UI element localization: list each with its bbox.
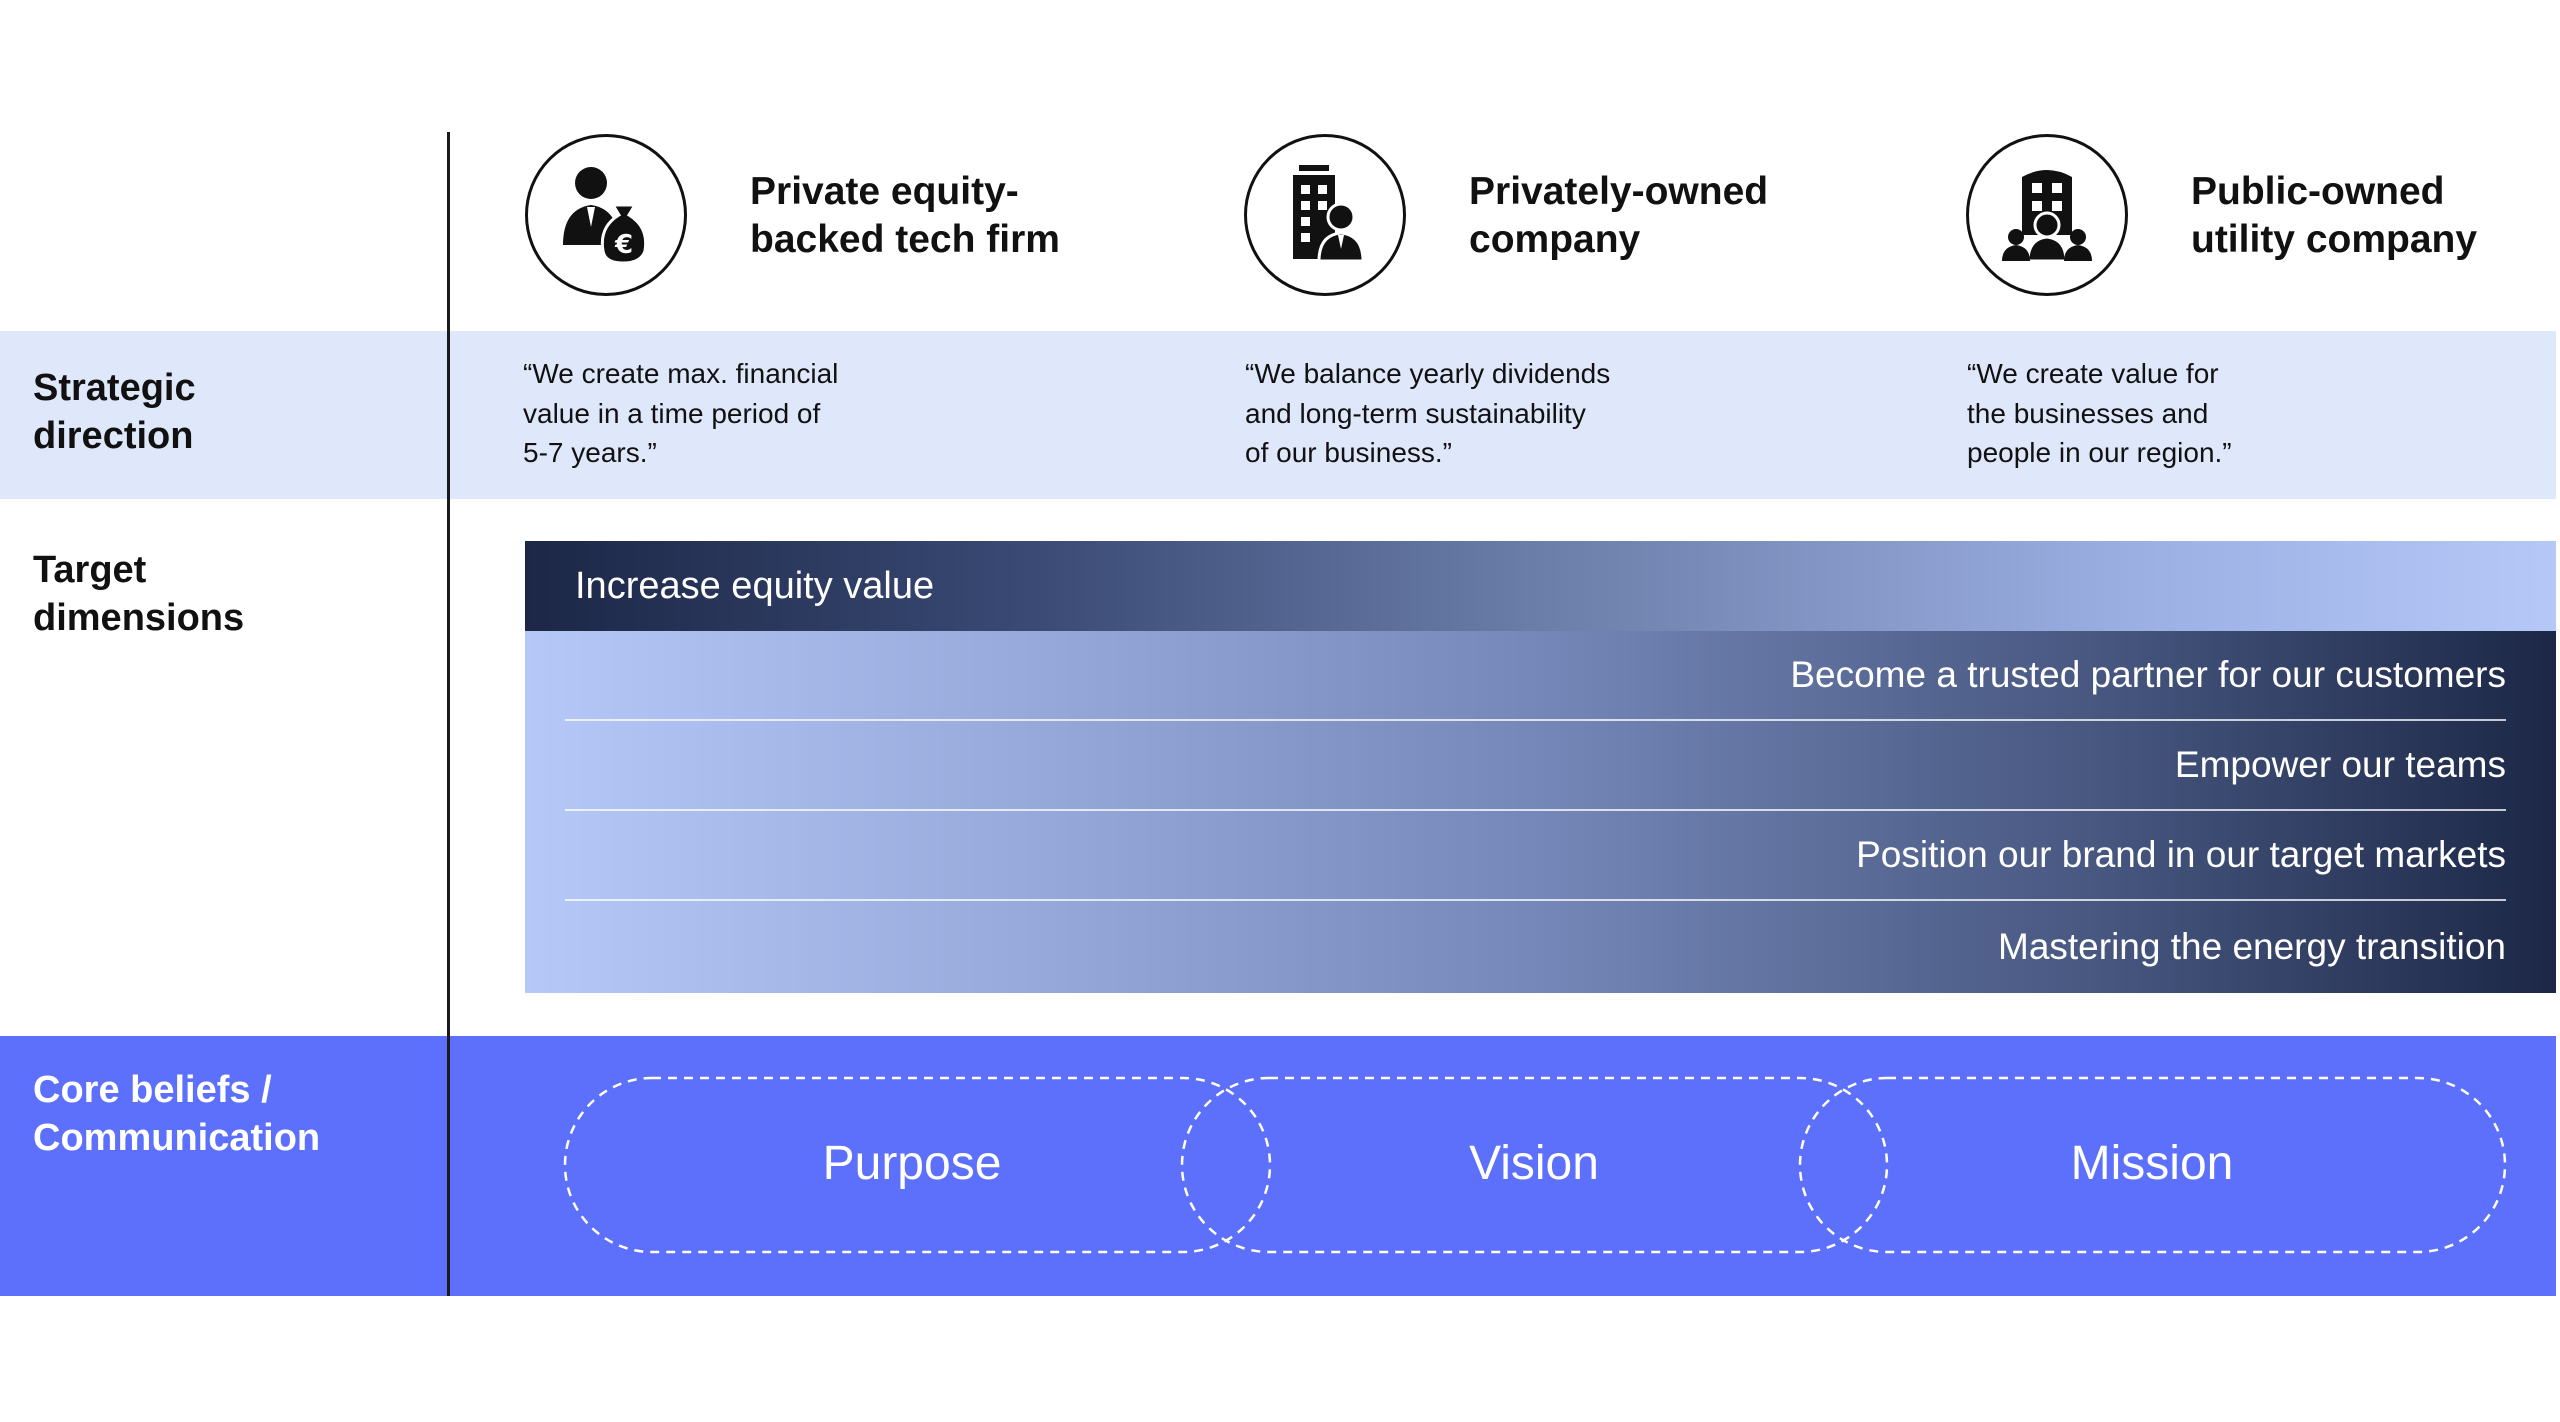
row-label-target-dimensions: Target dimensions [33,549,245,639]
row-label-core-beliefs: Core beliefs / Communication [33,1069,321,1159]
target-dimension-item: Position our brand in our target markets [565,811,2506,901]
column-title: Private equity- backed tech firm [750,170,1060,261]
column-title: Privately-owned company [1469,170,1769,261]
investor-money-bag-icon: € [525,134,687,296]
strategic-direction-band [0,331,2556,499]
building-owner-icon [1244,134,1406,296]
target-dimension-label: Mastering the energy transition [1998,926,2506,967]
core-belief-purpose: Purpose [822,1137,1002,1190]
svg-text:€: € [614,230,633,260]
target-dimension-item: Mastering the energy transition [565,901,2506,993]
quote-public-utility: “We create value for the businesses and … [1967,358,2232,468]
target-dimension-primary: Increase equity value [525,541,2556,631]
quote-pe-tech-firm: “We create max. financial value in a tim… [523,358,839,468]
public-building-people-icon [1966,134,2128,296]
target-dimension-label: Position our brand in our target markets [1856,834,2506,875]
target-dimensions-list: Become a trusted partner for our custome… [525,631,2556,993]
quote-private-company: “We balance yearly dividends and long-te… [1245,358,1611,468]
target-dimension-primary-label: Increase equity value [575,564,935,607]
row-label-strategic-direction: Strategic direction [33,367,196,457]
target-dimension-item: Empower our teams [565,721,2506,811]
target-dimension-label: Become a trusted partner for our custome… [1790,654,2506,695]
column-title: Public-owned utility company [2191,170,2478,261]
target-dimension-item: Become a trusted partner for our custome… [565,631,2506,721]
core-belief-vision: Vision [1469,1137,1599,1190]
vertical-divider [447,132,450,1296]
core-belief-mission: Mission [2070,1137,2234,1190]
target-dimension-label: Empower our teams [2174,744,2506,785]
